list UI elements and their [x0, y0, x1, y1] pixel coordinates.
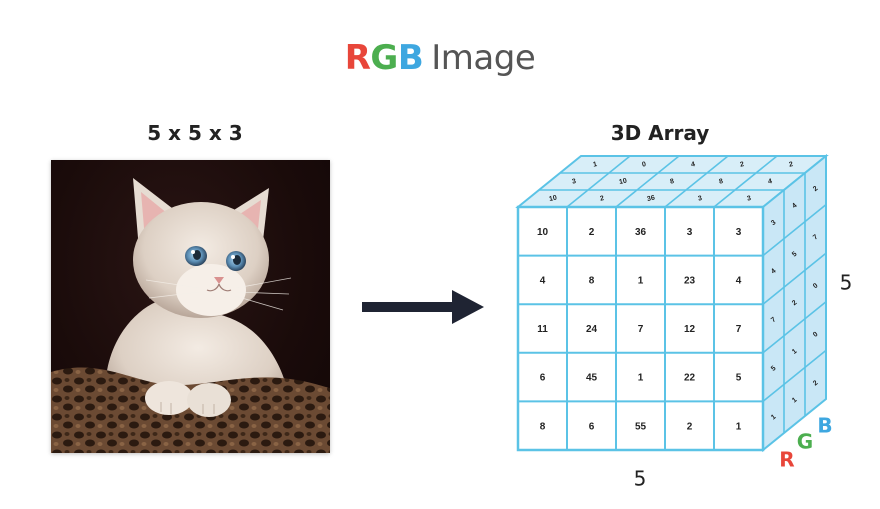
kitten-image: [51, 160, 330, 453]
front-cell-value: 1: [638, 276, 644, 287]
side-cell-value: 5: [791, 251, 798, 259]
title-r: R: [344, 38, 371, 78]
side-cell-value: 2: [791, 299, 798, 307]
front-cell-value: 36: [635, 227, 647, 238]
array-label: 3D Array: [610, 121, 710, 145]
front-cell-value: 3: [687, 227, 693, 238]
top-grid-line: [664, 155, 729, 208]
front-cell-value: 8: [589, 276, 595, 287]
top-cell-value: 8: [718, 178, 723, 186]
side-cell-value: 1: [791, 348, 798, 356]
front-cell-value: 24: [586, 324, 598, 335]
arrow-right-icon: [362, 290, 484, 324]
side-cell-value: 7: [770, 316, 777, 324]
top-cell-value: 2: [739, 161, 744, 169]
side-cell-value: 0: [812, 282, 819, 290]
side-cell-value: 1: [791, 396, 798, 404]
channel-label-b: B: [817, 414, 832, 438]
top-grid-line: [615, 155, 680, 208]
front-cell-value: 22: [684, 373, 696, 384]
top-grid-line: [566, 155, 631, 208]
side-cell-value: 1: [770, 413, 777, 421]
side-cell-value: 0: [812, 331, 819, 339]
side-cell-value: 4: [770, 268, 777, 276]
side-cell-value: 7: [812, 234, 819, 242]
top-cell-value: 2: [599, 195, 604, 203]
top-cell-value: 3: [571, 178, 576, 186]
side-cell-value: 4: [791, 202, 798, 210]
top-cell-value: 4: [690, 161, 695, 169]
front-cell-value: 6: [540, 373, 546, 384]
front-cell-value: 6: [589, 421, 595, 432]
cube-front-face: [516, 205, 765, 452]
front-cell-value: 45: [586, 373, 598, 384]
title-g: G: [370, 38, 398, 78]
channel-label-r: R: [779, 448, 794, 472]
front-cell-value: 8: [540, 421, 546, 432]
top-cell-value: 1: [592, 161, 597, 169]
side-cell-value: 2: [812, 185, 819, 193]
top-cell-value: 0: [641, 161, 646, 169]
side-cell-value: 3: [770, 219, 777, 227]
front-cell-value: 12: [684, 324, 696, 335]
top-cell-value: 4: [767, 178, 772, 186]
kitten-illustration: [51, 178, 330, 453]
top-cell-value: 36: [647, 195, 656, 203]
side-grid-line: [762, 203, 827, 257]
front-cell-value: 1: [638, 373, 644, 384]
title-b: B: [397, 38, 424, 78]
top-cell-value: 10: [549, 195, 558, 203]
side-grid-line: [762, 301, 827, 354]
front-cell-value: 10: [537, 227, 549, 238]
front-cell-value: 4: [540, 276, 546, 287]
front-cell-value: 11: [537, 324, 548, 335]
front-cell-value: 7: [736, 324, 742, 335]
top-cell-value: 8: [669, 178, 674, 186]
side-cell-value: 2: [812, 379, 819, 387]
front-cell-value: 23: [684, 276, 696, 287]
front-cell-value: 2: [687, 421, 693, 432]
side-grid-line: [762, 252, 827, 305]
top-grid-line: [713, 155, 778, 208]
top-cell-value: 2: [788, 161, 793, 169]
side-cell-value: 5: [770, 365, 777, 373]
width-dimension-label: 5: [634, 467, 647, 491]
front-cell-value: 7: [638, 324, 644, 335]
front-cell-value: 4: [736, 276, 742, 287]
front-cell-value: 5: [736, 373, 742, 384]
top-cell-value: 10: [619, 178, 628, 186]
front-cell-value: 55: [635, 421, 647, 432]
front-cell-value: 2: [589, 227, 595, 238]
title-rest: Image: [431, 38, 536, 78]
side-grid-line: [762, 349, 827, 403]
front-cell-value: 3: [736, 227, 742, 238]
image-dimension-label: 5 x 5 x 3: [147, 121, 243, 145]
front-cell-value: 1: [736, 421, 742, 432]
top-cell-value: 3: [746, 195, 751, 203]
channel-label-g: G: [797, 430, 813, 454]
height-dimension-label: 5: [840, 271, 853, 295]
top-cell-value: 3: [697, 195, 702, 203]
